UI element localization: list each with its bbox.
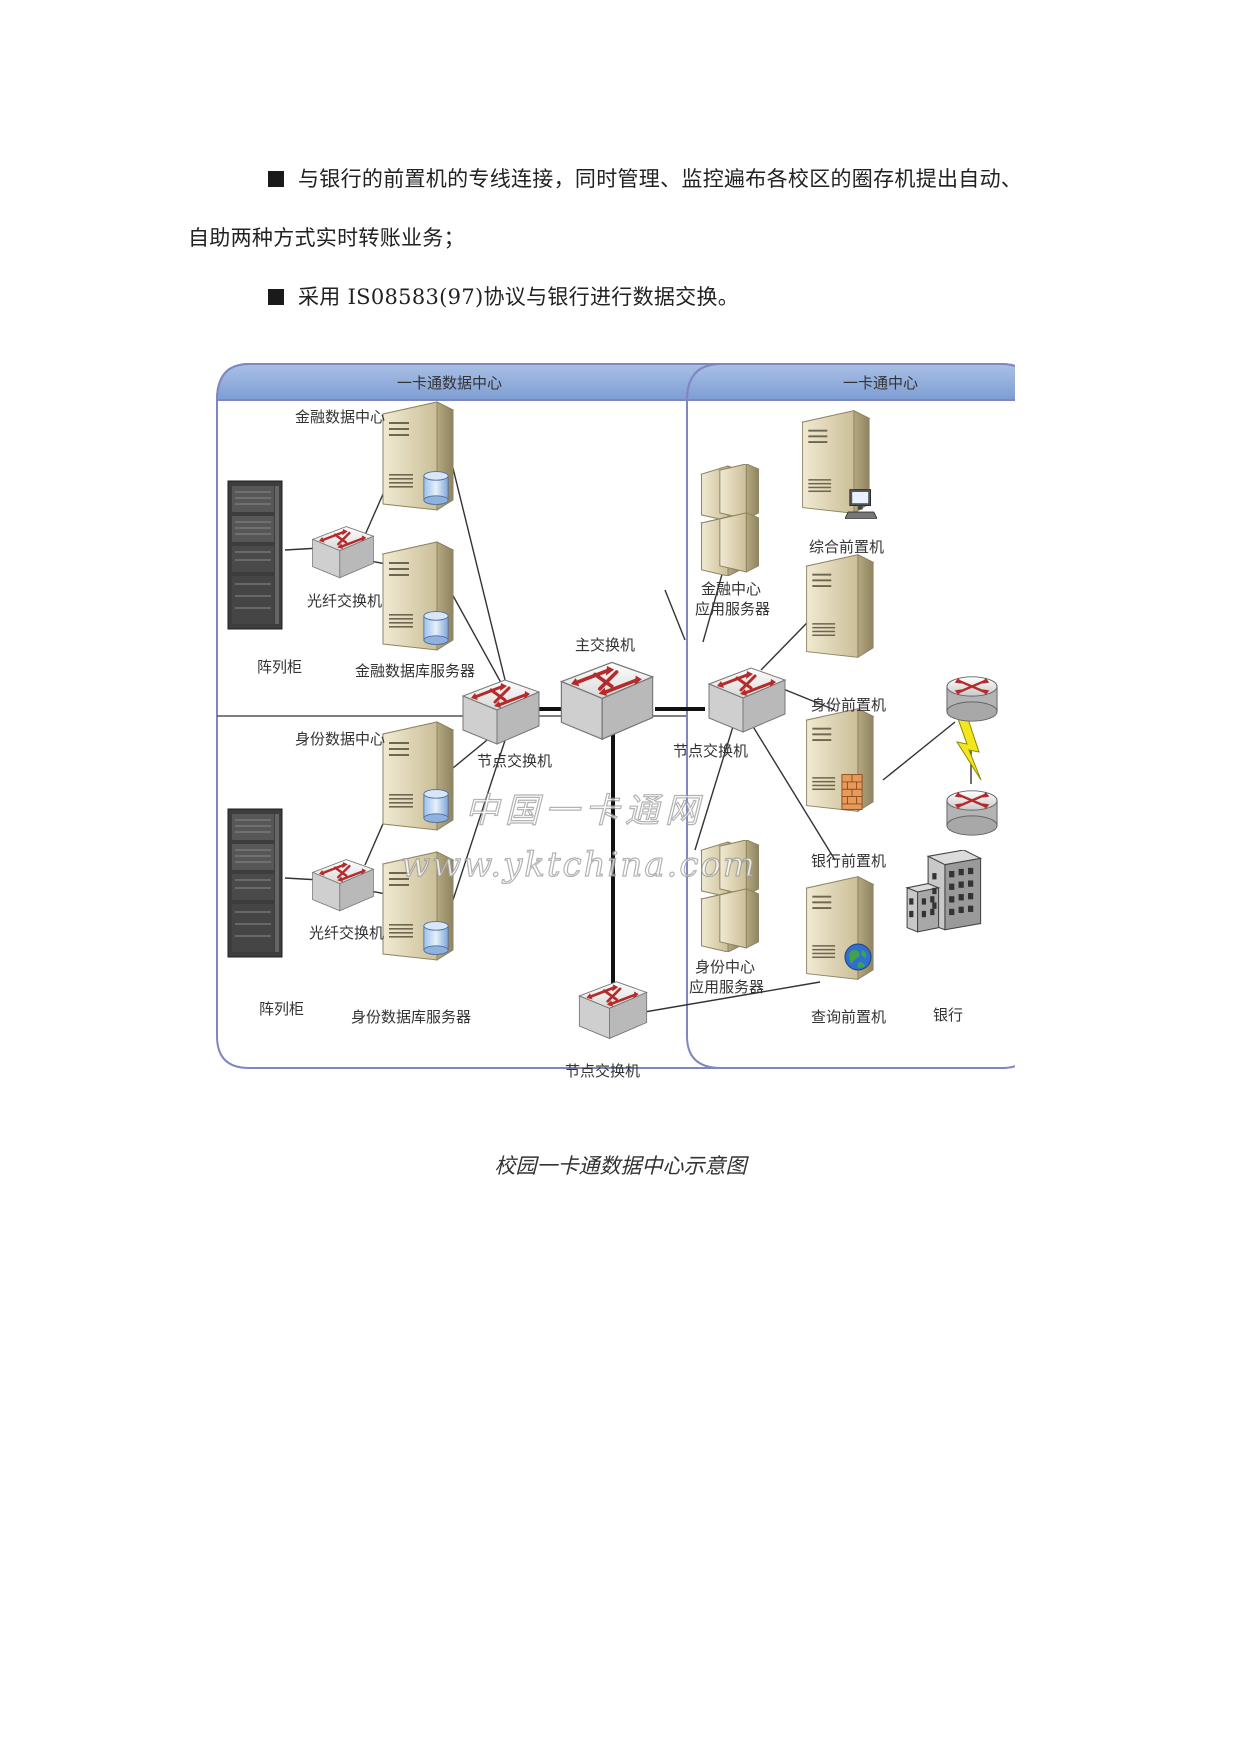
array-cabinet-bottom-icon — [227, 808, 283, 958]
paragraph-2-text: 采用 IS08583(97)协议与银行进行数据交换。 — [298, 285, 740, 309]
label-identity-center-app-line2: 应用服务器 — [689, 978, 764, 996]
bank-front-end-server-icon — [806, 708, 874, 812]
globe-icon — [844, 943, 872, 971]
label-finance-center-app-line1: 金融中心 — [701, 580, 761, 598]
paragraph-1-continuation: 自助两种方式实时转账业务； — [188, 228, 465, 249]
label-node-switch-bottom: 节点交换机 — [565, 1062, 640, 1080]
identity-db-icon-1 — [423, 789, 449, 823]
label-fiber-switch-bottom: 光纤交换机 — [309, 924, 384, 942]
wan-link-lightning-icon — [955, 715, 982, 781]
label-bank-front-end: 银行前置机 — [811, 852, 886, 870]
label-fiber-switch-top: 光纤交换机 — [307, 592, 382, 610]
label-array-cabinet-top: 阵列柜 — [257, 658, 302, 676]
watermark-line2: www.yktchina.com — [401, 845, 757, 885]
router-bottom-icon — [945, 789, 999, 837]
identity-front-end-server-icon — [806, 554, 874, 658]
paragraph-1-continuation-text: 自助两种方式实时转账业务； — [188, 226, 465, 250]
finance-db-icon-1 — [423, 471, 449, 505]
paragraph-1: 与银行的前置机的专线连接，同时管理、监控遍布各校区的圈存机提出自动、 — [268, 169, 1022, 190]
paragraph-2: 采用 IS08583(97)协议与银行进行数据交换。 — [268, 287, 739, 308]
router-top-icon — [945, 675, 999, 723]
watermark-line1: 中国一卡通网 — [465, 791, 705, 831]
paragraph-1-text: 与银行的前置机的专线连接，同时管理、监控遍布各校区的圈存机提出自动、 — [298, 167, 1023, 191]
label-bank: 银行 — [933, 1006, 963, 1024]
bullet-square-icon — [268, 171, 284, 187]
label-identity-center-app-line1: 身份中心 — [695, 958, 755, 976]
label-query-front-end: 查询前置机 — [811, 1008, 886, 1026]
label-node-switch-left: 节点交换机 — [477, 752, 552, 770]
label-identity-db-server: 身份数据库服务器 — [351, 1008, 471, 1026]
firewall-icon — [841, 774, 863, 810]
finance-db-icon-2 — [423, 611, 449, 645]
bullet-square-icon — [268, 289, 284, 305]
network-diagram: 一卡通数据中心 一卡通中心 — [215, 363, 1015, 1080]
label-main-switch: 主交换机 — [575, 636, 635, 654]
label-node-switch-right: 节点交换机 — [673, 742, 748, 760]
label-general-front-end: 综合前置机 — [809, 538, 884, 556]
array-cabinet-top-icon — [227, 480, 283, 630]
label-identity-front-end: 身份前置机 — [811, 696, 886, 714]
label-finance-center-app-line2: 应用服务器 — [695, 600, 770, 618]
left-panel-title: 一卡通数据中心 — [397, 374, 502, 392]
identity-db-icon-2 — [423, 921, 449, 955]
figure-caption: 校园一卡通数据中心示意图 — [494, 1154, 747, 1178]
right-panel-title: 一卡通中心 — [843, 374, 918, 392]
label-finance-data-center: 金融数据中心 — [295, 408, 385, 426]
label-array-cabinet-bottom: 阵列柜 — [259, 1000, 304, 1018]
label-identity-data-center: 身份数据中心 — [295, 730, 385, 748]
label-finance-db-server: 金融数据库服务器 — [355, 662, 475, 680]
